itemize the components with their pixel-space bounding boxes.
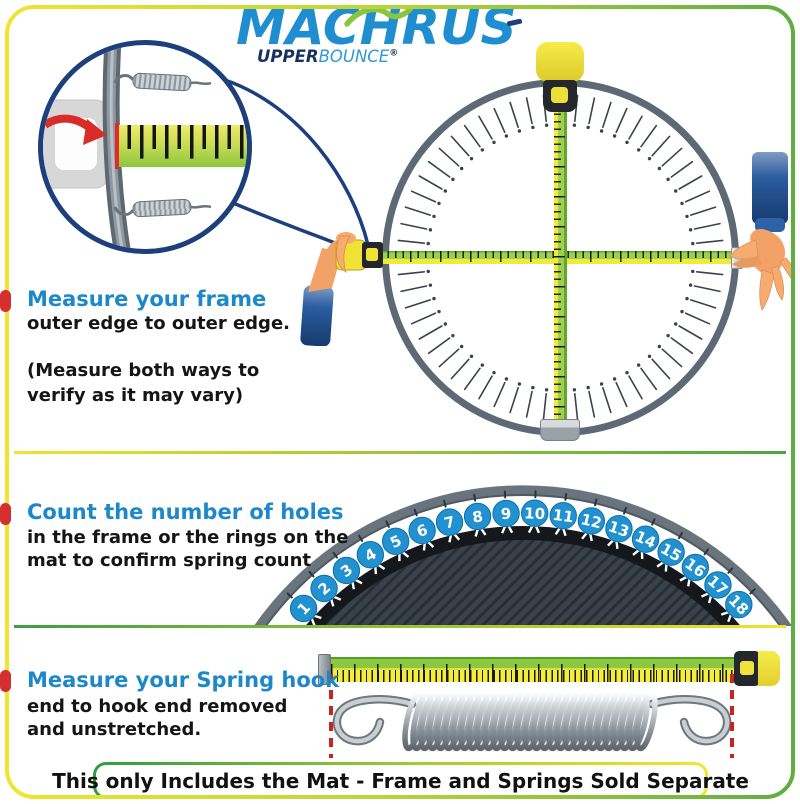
- step-2-heading: Count the number of holes: [27, 500, 344, 524]
- tape-measure-button-icon: [551, 87, 568, 103]
- right-hand-holding-tape: [729, 152, 795, 311]
- magnifier-inset: [38, 40, 252, 254]
- inset-spring-bottom: [113, 198, 212, 218]
- step-marker-1: [0, 290, 11, 312]
- brand-sub-logo: UPPERBOUNCE®: [257, 47, 398, 66]
- footer-bar: This only Includes the Mat - Frame and S…: [52, 762, 749, 799]
- inset-ruler: [115, 123, 247, 169]
- step-1-line: outer edge to outer edge.: [27, 313, 290, 334]
- step-1-heading: Measure your frame: [27, 287, 267, 311]
- brand-trademark: ®: [389, 48, 399, 59]
- brand-sub-suffix: BOUNCE: [318, 47, 390, 66]
- step-2-line2: mat to confirm spring count: [27, 550, 311, 571]
- step-3-line1: end to hook end removed: [27, 696, 288, 717]
- svg-text:11: 11: [552, 506, 575, 527]
- section-divider-2: [14, 625, 786, 628]
- left-hand-holding-tape: [300, 232, 383, 346]
- step-2-line1: in the frame or the rings on the: [27, 527, 349, 548]
- spring-hook-right: [647, 695, 732, 746]
- svg-text:9: 9: [500, 505, 511, 524]
- brand-sub-prefix: UPPER: [257, 47, 319, 66]
- spring-coil: [402, 690, 658, 752]
- step-3-heading: Measure your Spring hook: [27, 668, 340, 692]
- spring-tape-measure: [331, 657, 735, 682]
- tape-body-button-icon: [740, 661, 754, 675]
- step-marker-2: [0, 503, 11, 525]
- section-divider-1: [14, 451, 786, 454]
- step-3-line2: and unstretched.: [27, 719, 202, 740]
- tape-measure-body-spring: [734, 651, 780, 686]
- vertical-tape-measure: [554, 76, 567, 438]
- svg-text:10: 10: [524, 504, 546, 523]
- tape-measure-body-top: [536, 42, 584, 82]
- footer-text: This only Includes the Mat - Frame and S…: [52, 768, 749, 793]
- inset-spring-top: [113, 72, 212, 92]
- frame-leg-socket: [540, 419, 580, 441]
- spring-hook-left: [332, 695, 417, 746]
- measure-dash-right: [730, 674, 734, 758]
- spring-coil-diagram: [332, 690, 732, 752]
- logo-swoosh-icon: [344, 5, 414, 27]
- step-marker-3: [0, 670, 11, 692]
- tape-body-yellow: [758, 651, 780, 686]
- step-1-note-line1: (Measure both ways to: [27, 360, 260, 381]
- footer-inner: This only Includes the Mat - Frame and S…: [52, 765, 749, 796]
- step-1-note-line2: verify as it may vary): [27, 385, 244, 406]
